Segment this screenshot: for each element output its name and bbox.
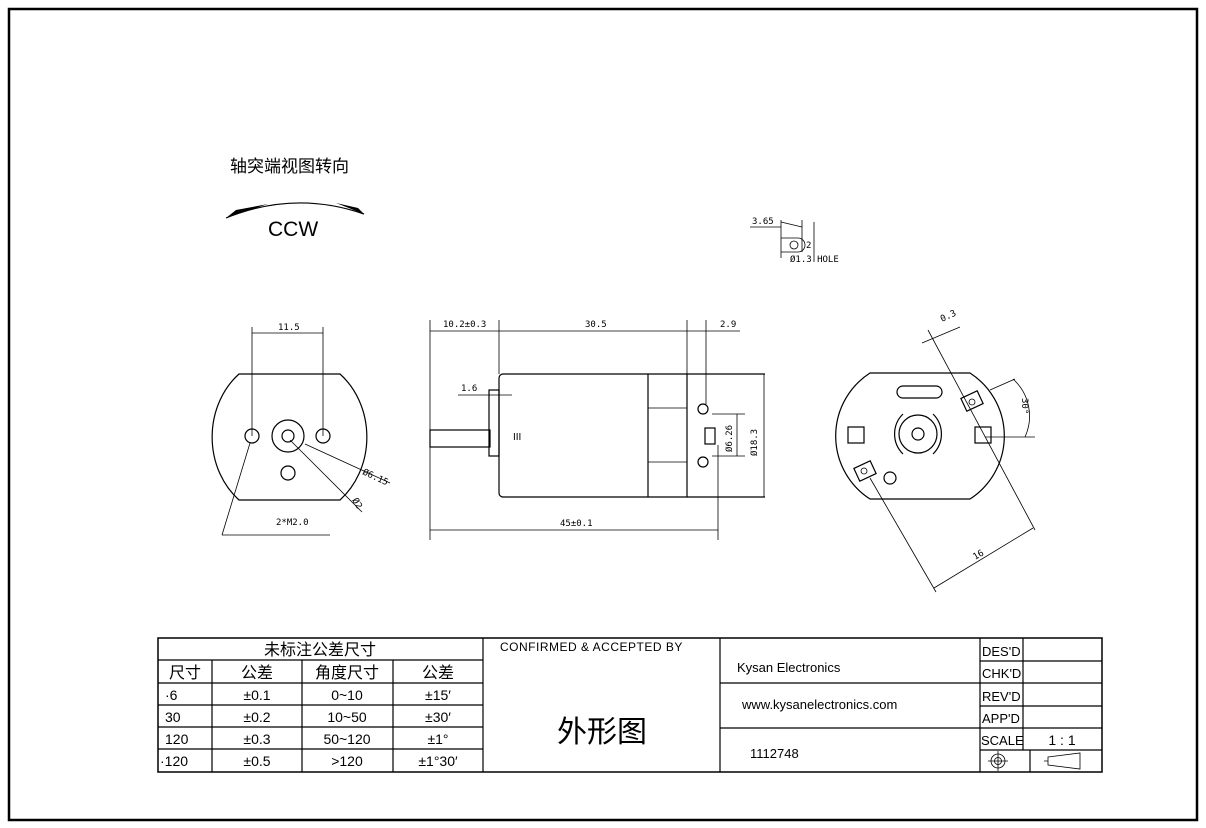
company-block: Kysan Electronics www.kysanelectronics.c… xyxy=(737,660,897,761)
svg-text:±0.1: ±0.1 xyxy=(243,687,270,703)
drawing-name: 外形图 xyxy=(557,716,647,749)
arrow-right-icon xyxy=(336,203,364,214)
svg-text:±15′: ±15′ xyxy=(425,687,451,703)
confirmed-label: CONFIRMED & ACCEPTED BY xyxy=(500,640,683,654)
scale-value: 1 : 1 xyxy=(1048,732,1075,748)
confirmation-block: CONFIRMED & ACCEPTED BY 外形图 xyxy=(500,640,683,749)
dim-offset: 0.3 xyxy=(939,309,958,325)
dim-terminal-len: 2.9 xyxy=(720,320,736,330)
rotation-direction: CCW xyxy=(268,218,318,241)
dim-angle: 30° xyxy=(1019,398,1029,414)
header-angle-tolerance: 公差 xyxy=(422,664,454,682)
rear-view: 0.3 30° 16 xyxy=(835,309,1036,593)
dim-diameter: Ø18.3 xyxy=(749,429,760,456)
svg-text:120: 120 xyxy=(165,731,189,747)
title-block xyxy=(157,637,1103,773)
dim-body-len: 30.5 xyxy=(585,320,607,330)
tolerance-table: 未标注公差尺寸 尺寸 公差 角度尺寸 公差 ·6 ±0.1 0~10 ±15′ … xyxy=(160,641,458,769)
svg-text:·120: ·120 xyxy=(160,753,188,769)
header-tolerance: 公差 xyxy=(241,664,273,682)
part-number: 1112748 xyxy=(750,746,799,761)
side-view: III 10.2±0.3 30.5 2.9 1.6 45±0.1 Ø18.3 Ø… xyxy=(429,320,765,540)
svg-text:±30′: ±30′ xyxy=(425,709,451,725)
label-reviewed: REV'D xyxy=(982,689,1021,704)
svg-text:0~10: 0~10 xyxy=(331,687,363,703)
label-approved: APP'D xyxy=(982,711,1020,726)
svg-text:10~50: 10~50 xyxy=(327,709,367,725)
dim-flange: 1.6 xyxy=(461,384,477,394)
svg-text:30: 30 xyxy=(165,709,181,725)
svg-text:±0.5: ±0.5 xyxy=(243,753,270,769)
dim-shaft-len: 10.2±0.3 xyxy=(443,320,486,330)
label-scale: SCALE xyxy=(981,733,1024,748)
signoff-block: DES'D CHK'D REV'D APP'D SCALE 1 : 1 xyxy=(981,644,1081,771)
table-row: ·120 ±0.5 >120 ±1°30′ xyxy=(160,753,458,769)
sheet-border xyxy=(7,7,1199,822)
rotation-title: 轴突端视图转向 xyxy=(230,157,349,176)
dim-terminal-spacing: Ø6.26 xyxy=(724,425,735,452)
svg-text:50~120: 50~120 xyxy=(323,731,370,747)
table-row: ·6 ±0.1 0~10 ±15′ xyxy=(165,687,451,703)
company-website: www.kysanelectronics.com xyxy=(741,697,897,712)
dim-span: 16 xyxy=(972,549,986,563)
svg-text:±1°: ±1° xyxy=(427,731,448,747)
header-size: 尺寸 xyxy=(169,664,201,682)
svg-text:±0.3: ±0.3 xyxy=(243,731,270,747)
projection-symbol-icon xyxy=(988,751,1008,771)
dim-hole: Ø1.3 HOLE xyxy=(790,254,839,265)
company-name: Kysan Electronics xyxy=(737,660,841,675)
dim-boss: Ø6.15 xyxy=(361,467,390,488)
label-checked: CHK'D xyxy=(982,666,1021,681)
motor-marking: III xyxy=(513,432,521,443)
taper-symbol-icon xyxy=(1044,752,1081,770)
dim-shaft: Ø2 xyxy=(349,496,364,511)
header-angle: 角度尺寸 xyxy=(315,664,379,682)
dim-screw: 2*M2.0 xyxy=(276,518,309,528)
svg-text:>120: >120 xyxy=(331,753,363,769)
dim-spacing: 11.5 xyxy=(278,323,300,333)
svg-text:±0.2: ±0.2 xyxy=(243,709,270,725)
svg-text:±1°30′: ±1°30′ xyxy=(418,753,458,769)
dim-total-len: 45±0.1 xyxy=(560,519,593,529)
dim-width: 3.65 xyxy=(752,217,774,227)
table-row: 30 ±0.2 10~50 ±30′ xyxy=(165,709,451,725)
label-designed: DES'D xyxy=(982,644,1021,659)
table-row: 120 ±0.3 50~120 ±1° xyxy=(165,731,449,747)
table-title: 未标注公差尺寸 xyxy=(264,641,376,659)
front-view: 11.5 Ø6.15 Ø2 2*M2.0 xyxy=(211,323,391,536)
dim-height: 2 xyxy=(806,241,811,251)
terminal-detail: 3.65 2 Ø1.3 HOLE xyxy=(750,217,839,265)
svg-text:·6: ·6 xyxy=(165,687,178,703)
arrow-left-icon xyxy=(226,204,268,218)
rotation-indicator: 轴突端视图转向 CCW xyxy=(225,157,365,241)
